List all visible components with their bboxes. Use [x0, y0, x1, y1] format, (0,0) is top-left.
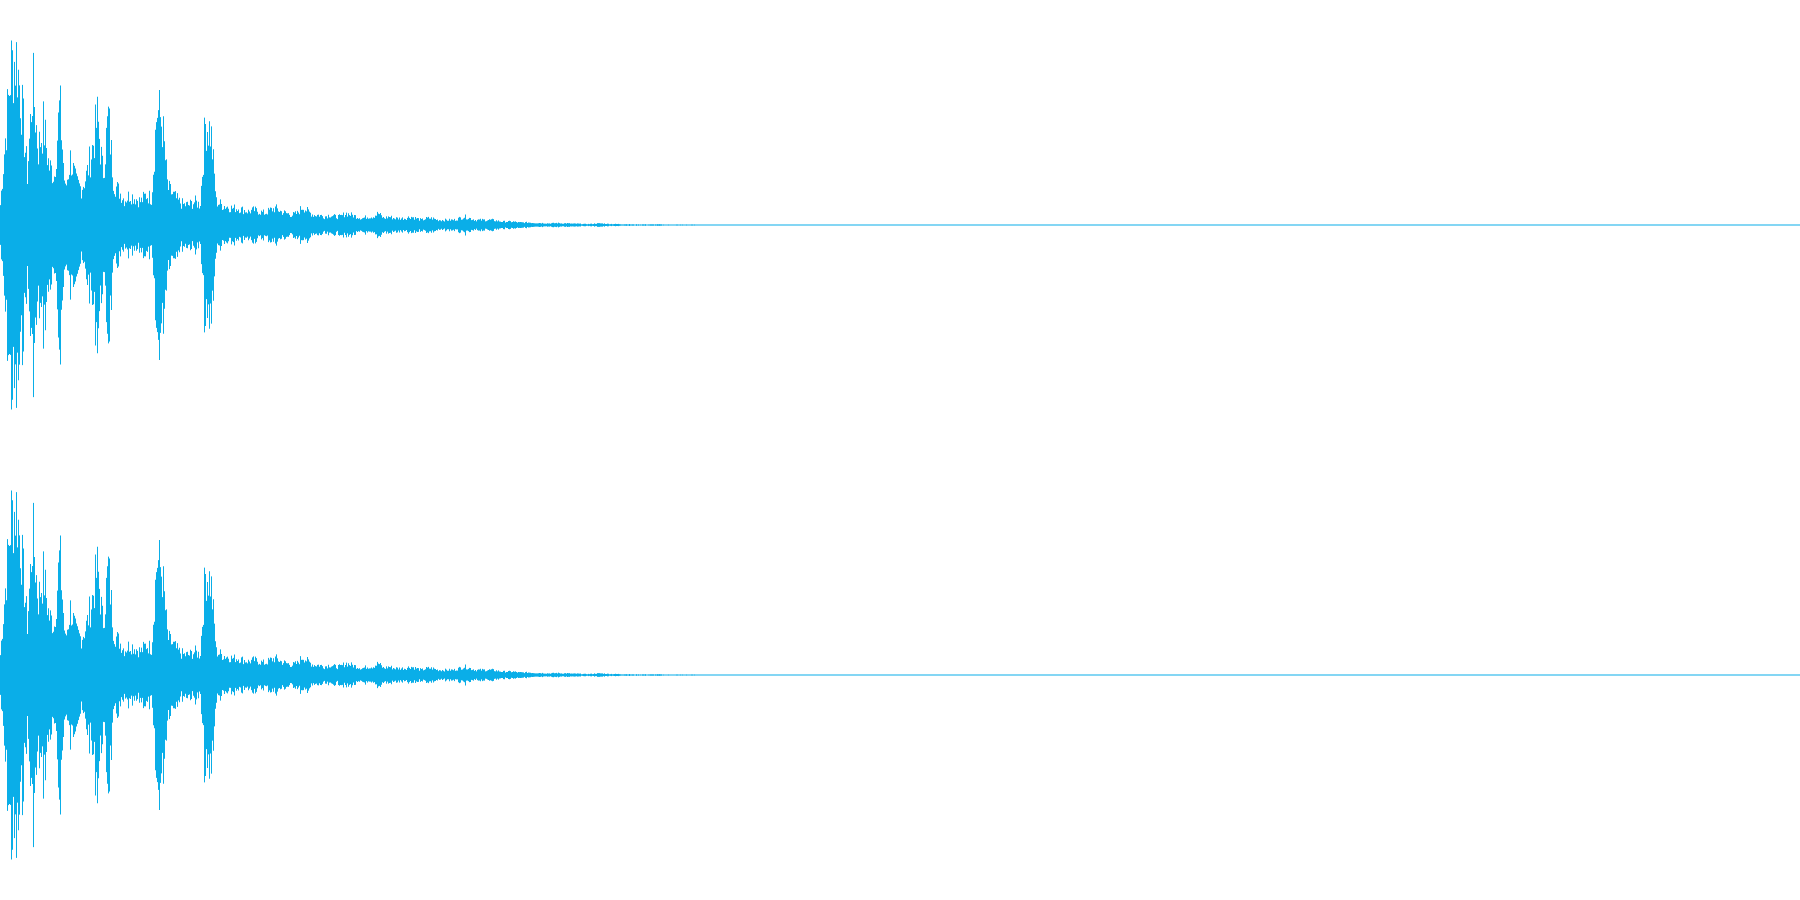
channel-right-waveform	[0, 490, 1800, 860]
channel-left-waveform	[0, 40, 1800, 410]
